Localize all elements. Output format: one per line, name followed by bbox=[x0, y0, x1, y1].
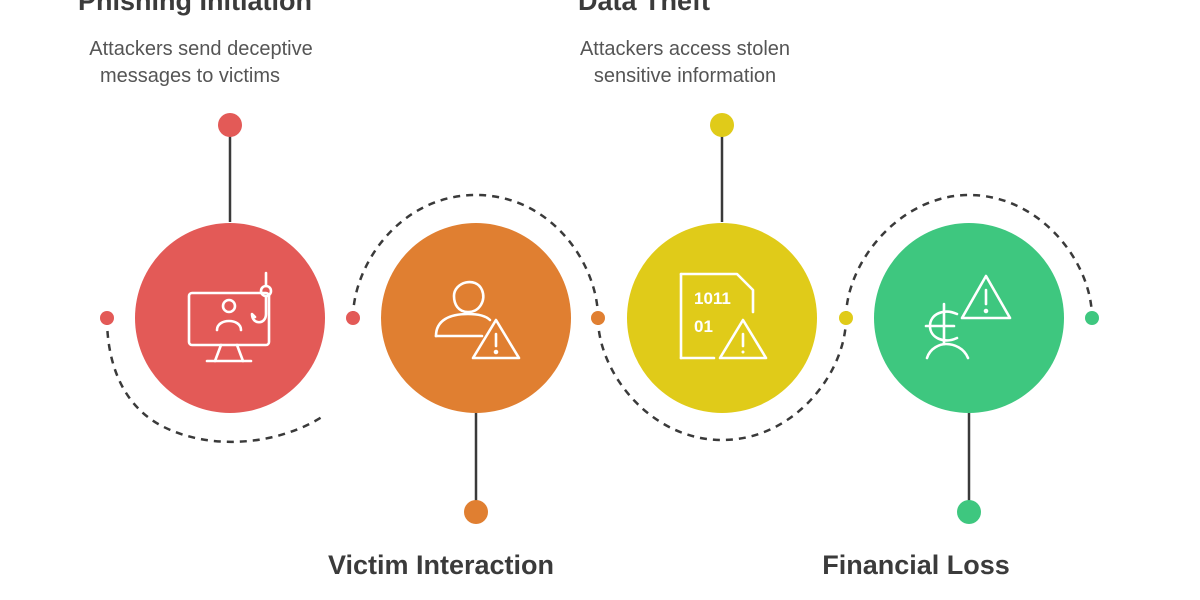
dashed-connector-1 bbox=[105, 317, 326, 444]
step-title-phishing-initiation: Phishing Initiation bbox=[78, 0, 312, 16]
stem-end-dot-1 bbox=[218, 113, 242, 137]
step-circle-data-theft bbox=[627, 223, 817, 413]
step-description-line: messages to victims bbox=[100, 65, 280, 87]
dashed-connector-2 bbox=[351, 193, 600, 319]
user-warning-icon bbox=[434, 280, 521, 360]
binary-text-row-2: 01 bbox=[694, 317, 713, 336]
stem-end-dot-3 bbox=[710, 113, 734, 137]
stem-end-dot-2 bbox=[464, 500, 488, 524]
step-description-line: Attackers send deceptive bbox=[89, 38, 312, 60]
small-dot-1 bbox=[346, 311, 360, 325]
stem-end-dot-4 bbox=[957, 500, 981, 524]
step-title-data-theft: Data Theft bbox=[578, 0, 710, 16]
step-circle-phishing-initiation bbox=[135, 223, 325, 413]
binary-text-row-1: 1011 bbox=[694, 289, 731, 308]
euro-warning-icon bbox=[924, 274, 1012, 360]
binary-file-warning-icon: 1011 01 bbox=[679, 272, 768, 360]
step-title-victim-interaction: Victim Interaction bbox=[328, 550, 554, 580]
step-title-financial-loss: Financial Loss bbox=[822, 550, 1010, 580]
step-circle-victim-interaction bbox=[381, 223, 571, 413]
small-dot-2 bbox=[591, 311, 605, 325]
dashed-connector-4 bbox=[844, 193, 1094, 319]
step-description-line: Attackers access stolen bbox=[580, 38, 790, 60]
small-dot-right bbox=[1085, 311, 1099, 325]
small-dot-left bbox=[100, 311, 114, 325]
dashed-connector-3 bbox=[596, 317, 848, 442]
small-dot-3 bbox=[839, 311, 853, 325]
computer-phishing-hook-icon bbox=[187, 271, 273, 363]
step-description-line: sensitive information bbox=[594, 65, 776, 87]
